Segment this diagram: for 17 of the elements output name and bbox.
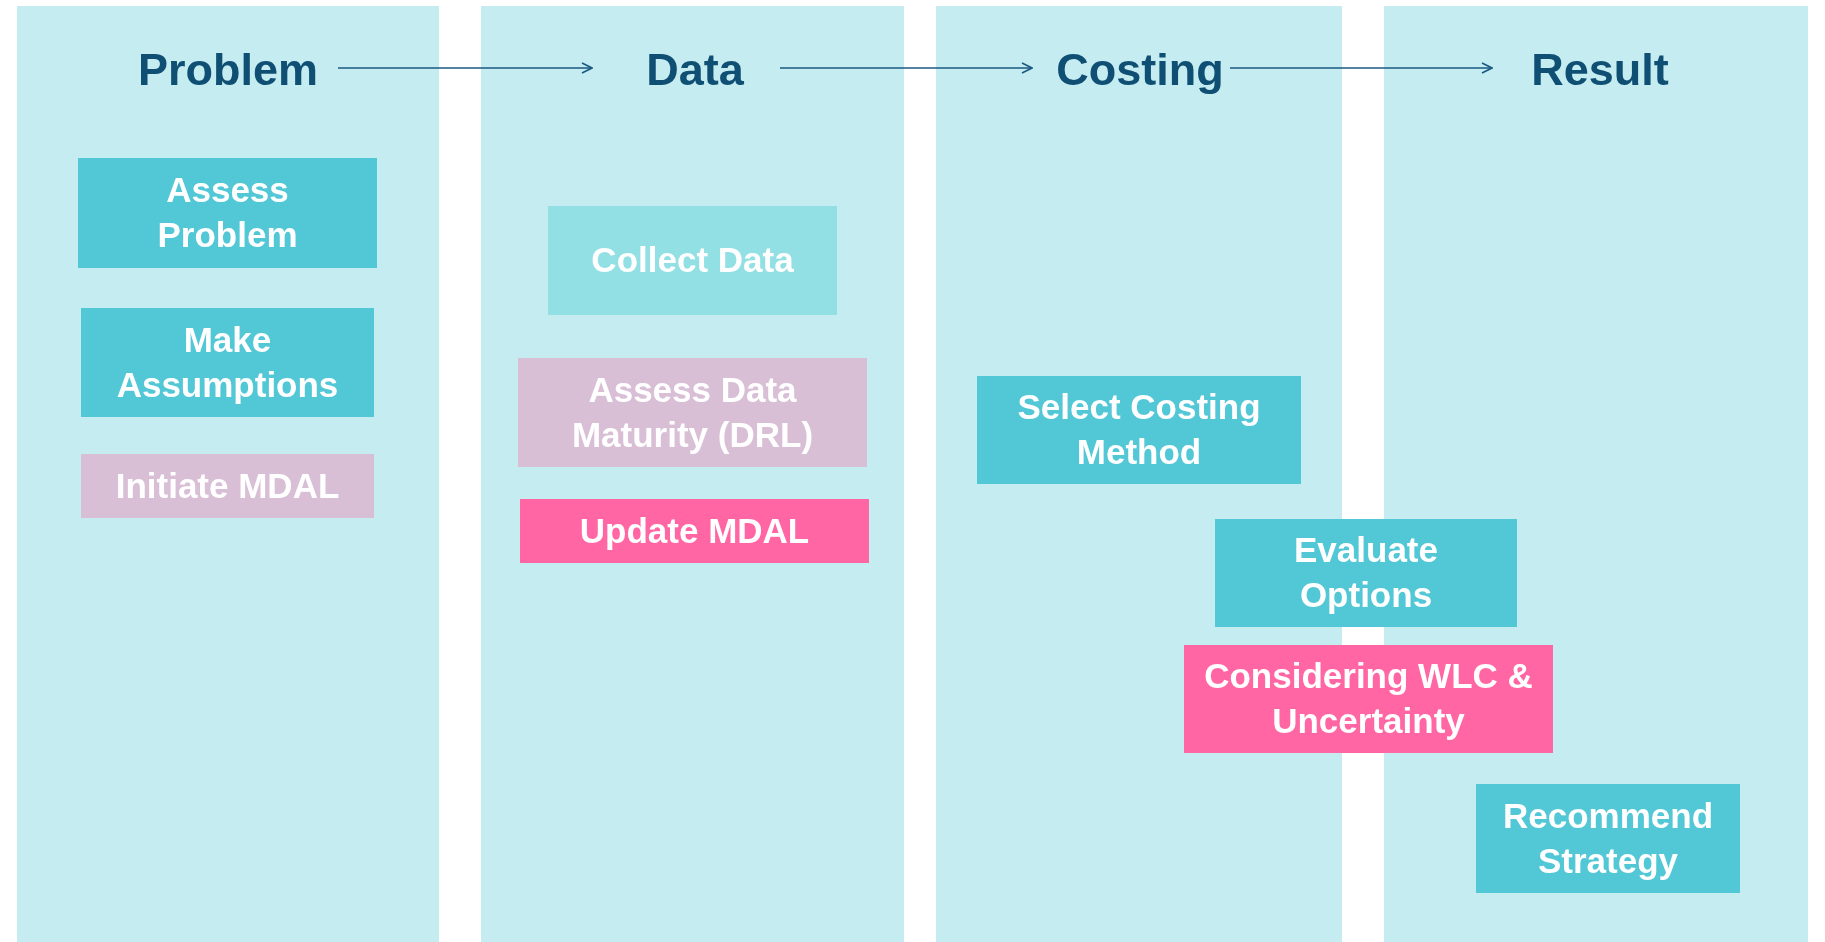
- process-box: Select Costing Method: [977, 376, 1301, 484]
- process-box: Assess Data Maturity (DRL): [518, 358, 867, 467]
- arrow: [1229, 62, 1493, 74]
- process-box: Initiate MDAL: [81, 454, 374, 518]
- stage-heading: Costing: [1040, 40, 1240, 100]
- stage-heading: Result: [1500, 40, 1700, 100]
- process-box: Considering WLC & Uncertainty: [1184, 645, 1553, 753]
- arrow: [779, 62, 1033, 74]
- stage-heading: Data: [600, 40, 790, 100]
- arrow: [337, 62, 593, 74]
- process-box: Assess Problem: [78, 158, 377, 268]
- process-box: Collect Data: [548, 206, 837, 315]
- process-box: Update MDAL: [520, 499, 869, 563]
- stage-heading: Problem: [108, 40, 348, 100]
- process-box: Recommend Strategy: [1476, 784, 1740, 893]
- process-box: Evaluate Options: [1215, 519, 1517, 627]
- process-box: Make Assumptions: [81, 308, 374, 417]
